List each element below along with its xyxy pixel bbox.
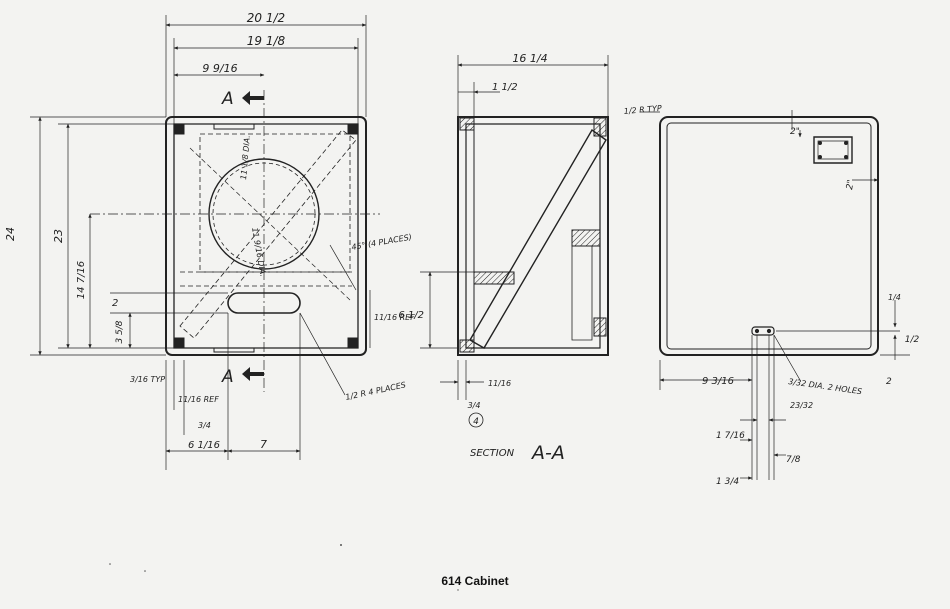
section-arrow-bottom (242, 367, 264, 381)
hole (755, 329, 758, 332)
dim-right-small: 1/4 (888, 293, 901, 302)
scan-specks (109, 544, 459, 591)
back-inner (667, 123, 871, 349)
dim-radius-typ: 1/2 R TYP (623, 104, 662, 116)
hole-bracket (752, 327, 774, 335)
section-mark-aa: A-A (530, 442, 565, 464)
dim-right-half: 1/2 (905, 335, 920, 345)
dim-hole-y3: 1 3/4 (716, 477, 739, 487)
front-baffle-top (460, 118, 474, 130)
diagonal-board (470, 130, 606, 348)
dim-thick: 3/4 (468, 401, 481, 410)
detail-mark (469, 413, 483, 427)
plate-screw (845, 142, 848, 145)
dim-bottom: 11/16 (488, 379, 511, 388)
section-title: SECTION (470, 448, 515, 459)
back-dim-labels: 1/2 R TYP 2" 2" 9 3/16 3/32 DIA. 2 HOLES… (623, 104, 919, 487)
section-arrow-top (242, 91, 264, 105)
dim-port-x: 6 1/16 (188, 440, 220, 451)
dim-hole-note: 3/32 DIA. 2 HOLES (788, 377, 863, 396)
speaker-cutout-inner (213, 163, 315, 265)
drawing-caption: 614 Cabinet (441, 574, 509, 588)
back-dimensions (640, 110, 910, 480)
dim-port-width: 7 (260, 438, 267, 451)
detail-mark-number: 4 (473, 417, 479, 427)
back-block-bottom (594, 318, 606, 336)
mid-block (572, 230, 600, 246)
dim-plate-top: 2" (790, 127, 800, 137)
corner-block (175, 338, 184, 347)
baffle-outline (200, 134, 350, 272)
plate-screw (819, 142, 822, 145)
dim-bottom-gap: 3/16 TYP (130, 375, 165, 384)
front-dimensions (30, 15, 370, 470)
plate-screw (819, 156, 822, 159)
baffle-dia-label: 11 9/16 DIA. (250, 227, 268, 278)
dim-plate-right: 2" (845, 179, 857, 190)
dim-speaker-offset: 9 9/16 (202, 62, 237, 75)
dim-top-offset: 1 1/2 (492, 82, 518, 93)
dim-port-offset: 3 5/8 (115, 320, 125, 343)
terminal-plate-inner (818, 141, 848, 159)
angle-note: 45° (4 PLACES) (351, 233, 413, 252)
dim-width-inner: 19 1/8 (247, 34, 286, 48)
section-mark-bottom: A (221, 367, 234, 387)
corner-block (175, 125, 184, 134)
dim-ref: 11/16 REF (178, 395, 219, 404)
hole (767, 329, 770, 332)
front-inner (174, 124, 358, 348)
radius-note: 1/2 R 4 PLACES (345, 380, 407, 402)
dim-port-height: 2 (112, 298, 118, 309)
section-mark-top: A (221, 89, 234, 109)
corner-block (348, 338, 357, 347)
dim-hole-x: 9 3/16 (702, 376, 734, 387)
dim-right-two: 2 (886, 377, 892, 387)
dim-hole-gap: 23/32 (790, 401, 813, 410)
back-view (660, 117, 878, 355)
plate-screw (845, 156, 848, 159)
back-outer (660, 117, 878, 355)
diagonal-brace (180, 130, 356, 338)
front-dim-labels: 20 1/2 19 1/8 9 9/16 24 23 14 7/16 2 3 5… (4, 11, 415, 451)
dim-hole-y1: 1 7/16 (716, 431, 745, 441)
section-dim-labels: 16 1/4 1 1/2 6 1/2 11/16 3/4 4 SECTION A… (398, 52, 565, 464)
corner-block (348, 125, 357, 134)
dim-height-inner: 23 (52, 229, 65, 243)
dim-speaker-center: 14 7/16 (76, 261, 87, 299)
mid-panel (572, 246, 592, 340)
terminal-plate (814, 137, 852, 163)
front-outer (166, 117, 366, 355)
dim-hole-y2: 7/8 (786, 455, 801, 465)
section-outer (458, 117, 608, 355)
cutout-dia-label: 11 1/8 DIA. (239, 135, 252, 180)
dim-three-quarter: 3/4 (198, 421, 211, 430)
section-view (458, 117, 608, 355)
port-slot (228, 293, 300, 313)
dim-ref-right: 11/16 REF (374, 313, 415, 322)
diagonal-line (190, 148, 350, 300)
bottom-notch (214, 348, 254, 352)
top-notch (214, 124, 254, 129)
dim-width-outer: 20 1/2 (247, 11, 285, 25)
dim-shelf-height: 6 1/2 (398, 310, 424, 321)
front-view (90, 90, 380, 392)
dim-depth: 16 1/4 (512, 52, 547, 65)
section-dimensions (420, 55, 609, 400)
dim-height-outer: 24 (4, 227, 17, 241)
